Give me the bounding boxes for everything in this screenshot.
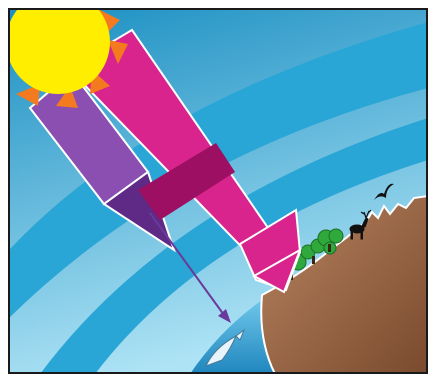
diagram-canvas [0, 0, 428, 374]
radiation-diagram [0, 0, 428, 374]
